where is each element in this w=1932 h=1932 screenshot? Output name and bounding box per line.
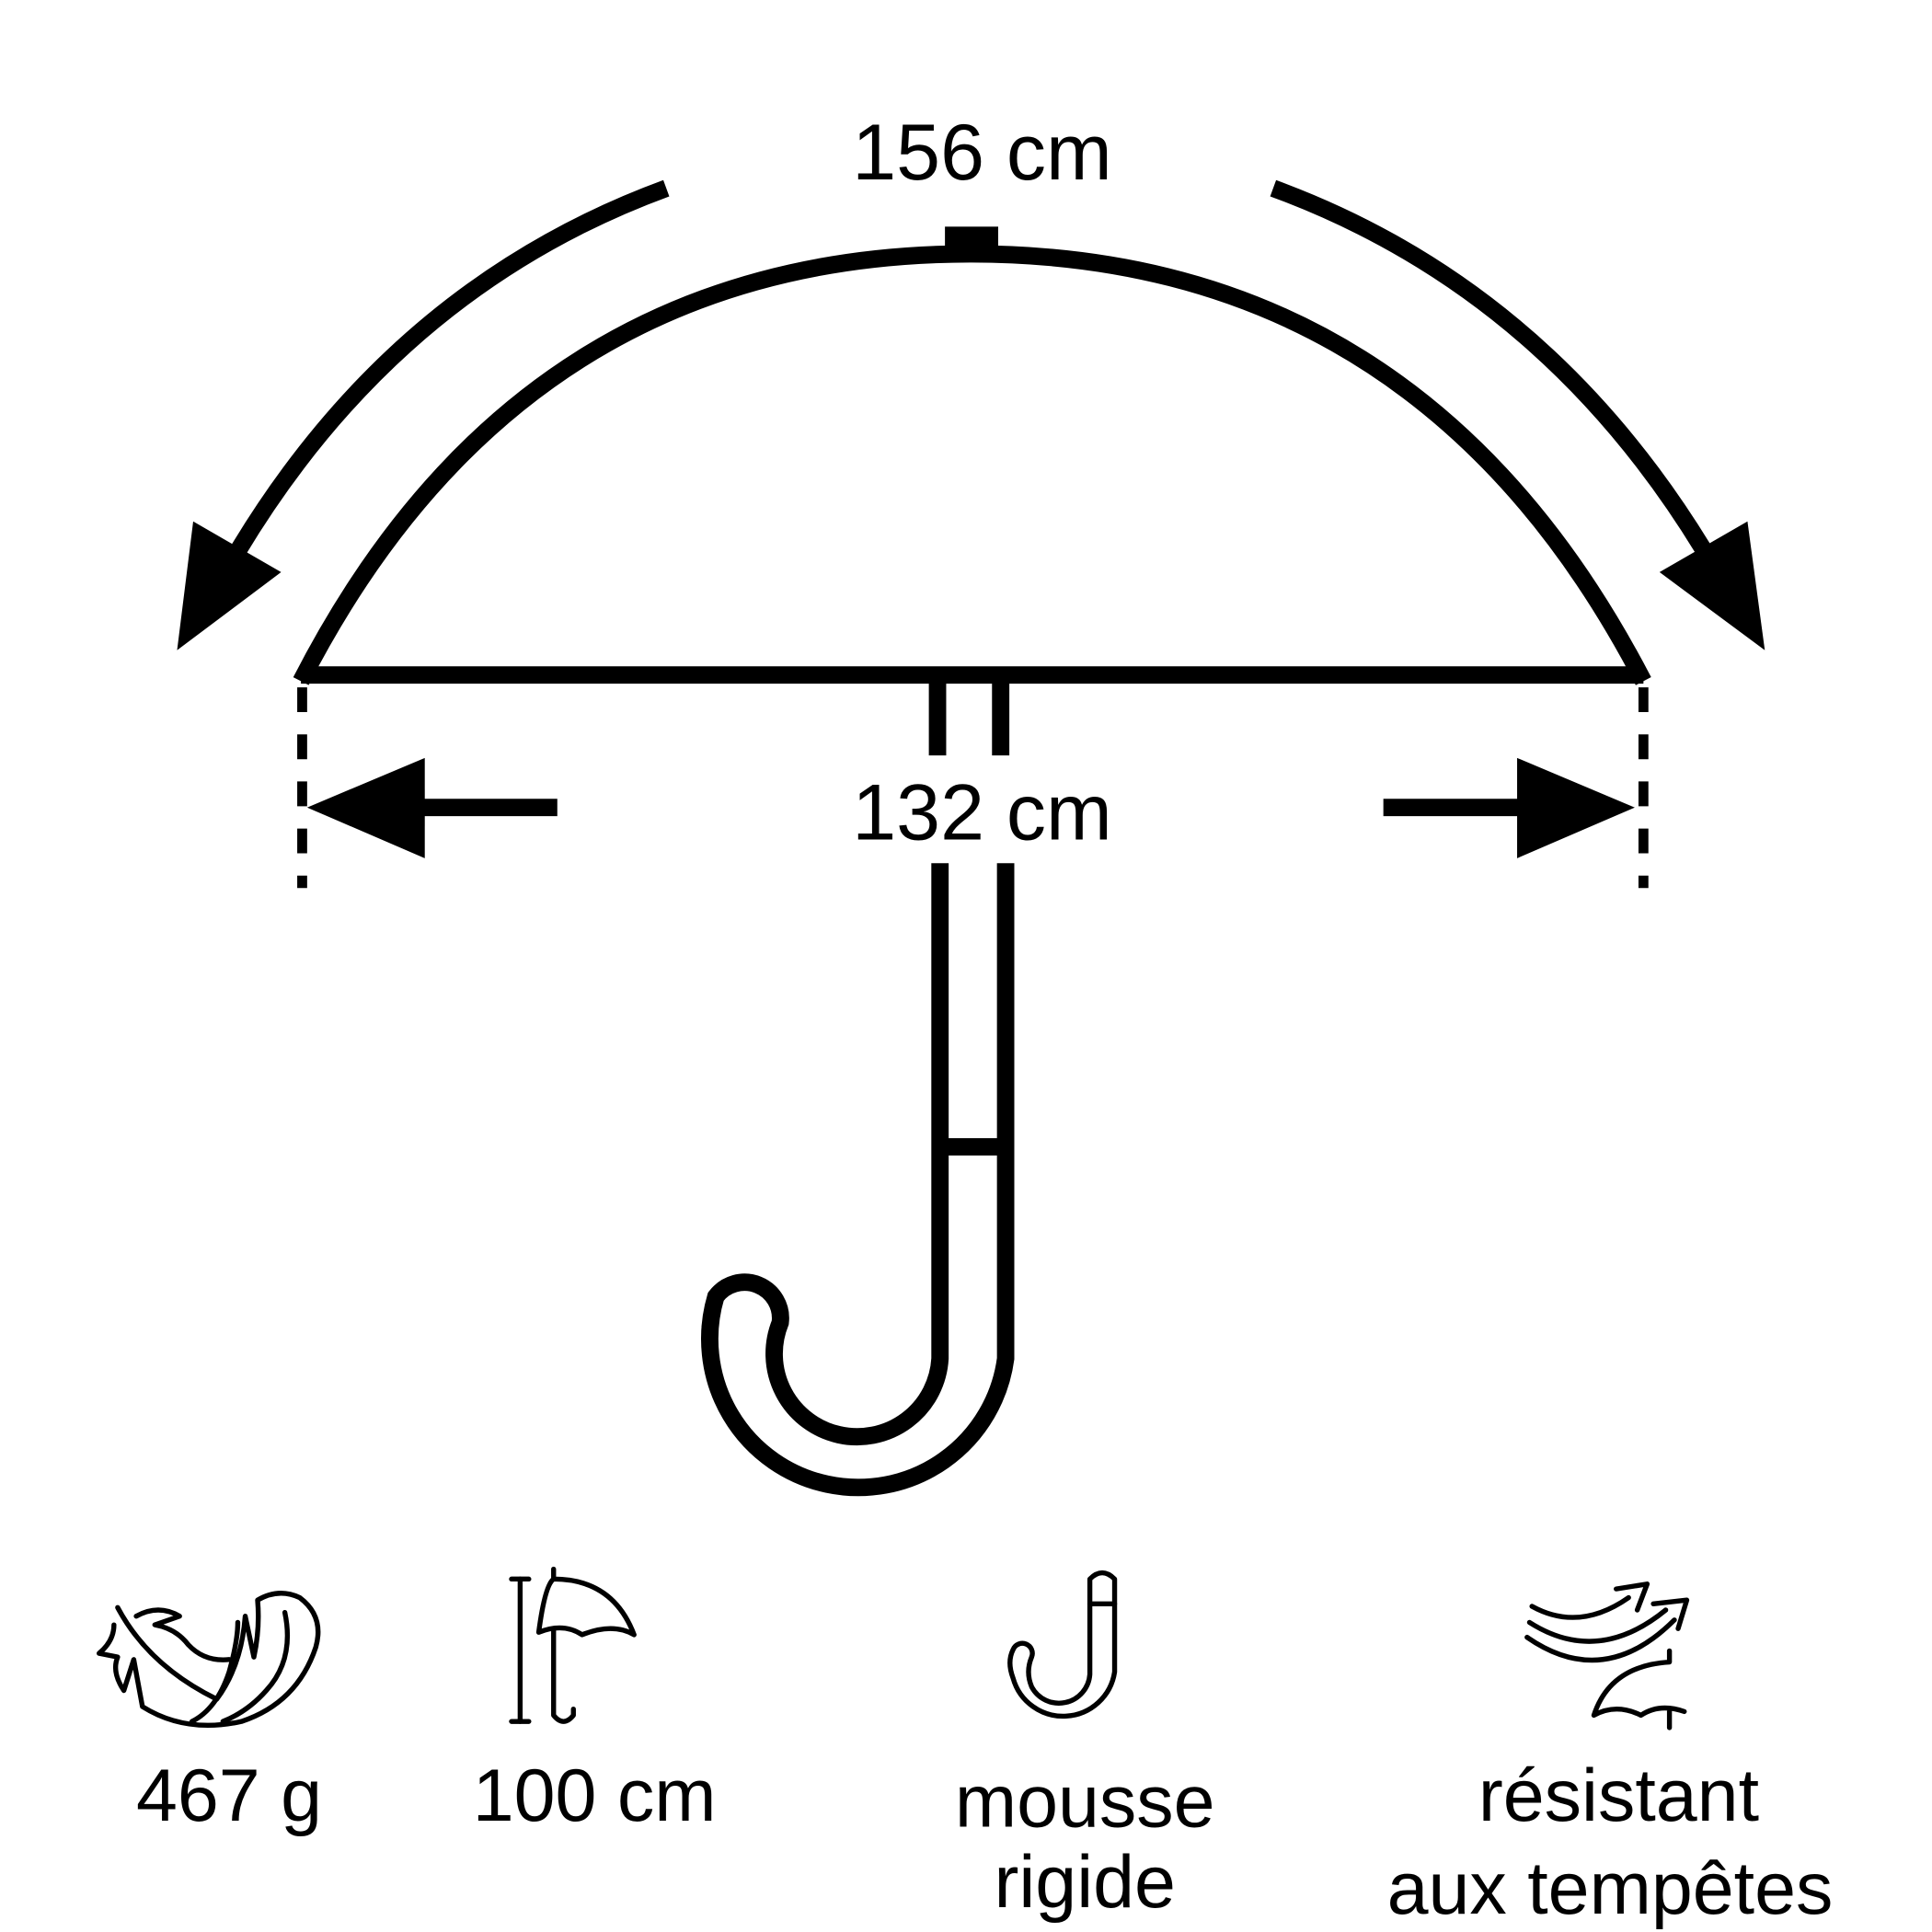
feather-weight-icon bbox=[97, 1591, 321, 1728]
hook-handle-icon bbox=[1007, 1570, 1118, 1719]
arc-length-arrow-left bbox=[177, 179, 670, 650]
weight-label: 467 g bbox=[136, 1754, 322, 1837]
umbrella-shaft bbox=[701, 678, 1015, 1497]
storm-wind-icon bbox=[1524, 1581, 1690, 1731]
diameter-arrow-left bbox=[306, 757, 558, 858]
closed-length-icon bbox=[509, 1566, 637, 1724]
storm-label-line2: aux tempêtes bbox=[1387, 1847, 1834, 1930]
handle-label-line2: rigide bbox=[994, 1841, 1176, 1924]
umbrella-canopy bbox=[293, 226, 1651, 685]
diameter-arrow-right bbox=[1383, 757, 1635, 858]
handle-label-line1: mousse bbox=[955, 1761, 1215, 1844]
storm-label-line1: résistant bbox=[1478, 1754, 1759, 1837]
diameter-label: 132 cm bbox=[852, 769, 1111, 857]
canopy-arc-length-label: 156 cm bbox=[852, 109, 1111, 197]
arc-length-arrow-right bbox=[1270, 179, 1765, 650]
closed-length-label: 100 cm bbox=[473, 1754, 717, 1837]
